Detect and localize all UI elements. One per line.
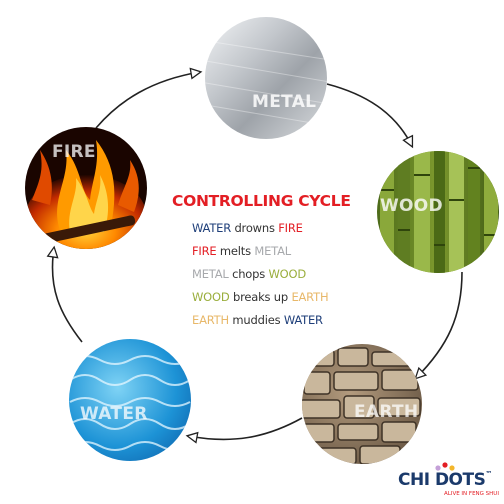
rule-subject: FIRE xyxy=(192,244,217,258)
arrow-earth-to-water xyxy=(185,417,303,444)
arrow-metal-to-wood xyxy=(326,83,414,149)
node-label-fire: FIRE xyxy=(52,142,96,162)
cycle-legend: CONTROLLING CYCLE WATER drowns FIRE FIRE… xyxy=(172,192,352,332)
legend-rule-metal-wood: METAL chops WOOD xyxy=(192,263,352,286)
rule-verb: melts xyxy=(216,244,255,258)
arrow-wood-to-earth xyxy=(414,271,463,380)
water-node xyxy=(69,339,191,461)
arrow-water-to-fire xyxy=(46,245,83,343)
logo-tagline: ALIVE IN FENG SHUI xyxy=(444,491,499,497)
rule-object: METAL xyxy=(254,244,291,258)
rule-object: EARTH xyxy=(291,290,329,304)
rule-subject: WOOD xyxy=(192,290,230,304)
node-label-water: WATER xyxy=(80,404,148,424)
rule-verb: drowns xyxy=(231,221,279,235)
legend-rule-water-fire: WATER drowns FIRE xyxy=(192,217,352,240)
node-label-metal: METAL xyxy=(252,92,317,112)
legend-rule-fire-metal: FIRE melts METAL xyxy=(192,240,352,263)
rule-verb: breaks up xyxy=(229,290,292,304)
rule-object: WATER xyxy=(283,313,323,327)
node-label-wood: WOOD xyxy=(380,196,443,216)
legend-rule-earth-water: EARTH muddies WATER xyxy=(192,309,352,332)
logo-brand-text: CHI DOTS xyxy=(398,470,486,490)
logo-brand: CHI DOTS™ xyxy=(398,470,492,490)
rule-verb: chops xyxy=(228,267,269,281)
legend-title: CONTROLLING CYCLE xyxy=(172,192,351,210)
logo-trademark: ™ xyxy=(485,470,492,478)
logo-dots-icon xyxy=(435,462,455,471)
chi-dots-logo: CHI DOTS™ ALIVE IN FENG SHUI xyxy=(396,462,499,500)
rule-subject: METAL xyxy=(192,267,229,281)
fire-node xyxy=(25,127,147,249)
rule-object: FIRE xyxy=(278,221,303,235)
rule-subject: WATER xyxy=(192,221,231,235)
legend-rule-wood-earth: WOOD breaks up EARTH xyxy=(192,286,352,309)
metal-node xyxy=(205,17,327,139)
rule-subject: EARTH xyxy=(192,313,229,327)
rule-verb: muddies xyxy=(228,313,284,327)
node-label-earth: EARTH xyxy=(354,402,419,422)
arrow-fire-to-metal xyxy=(95,67,203,129)
rule-object: WOOD xyxy=(268,267,306,281)
